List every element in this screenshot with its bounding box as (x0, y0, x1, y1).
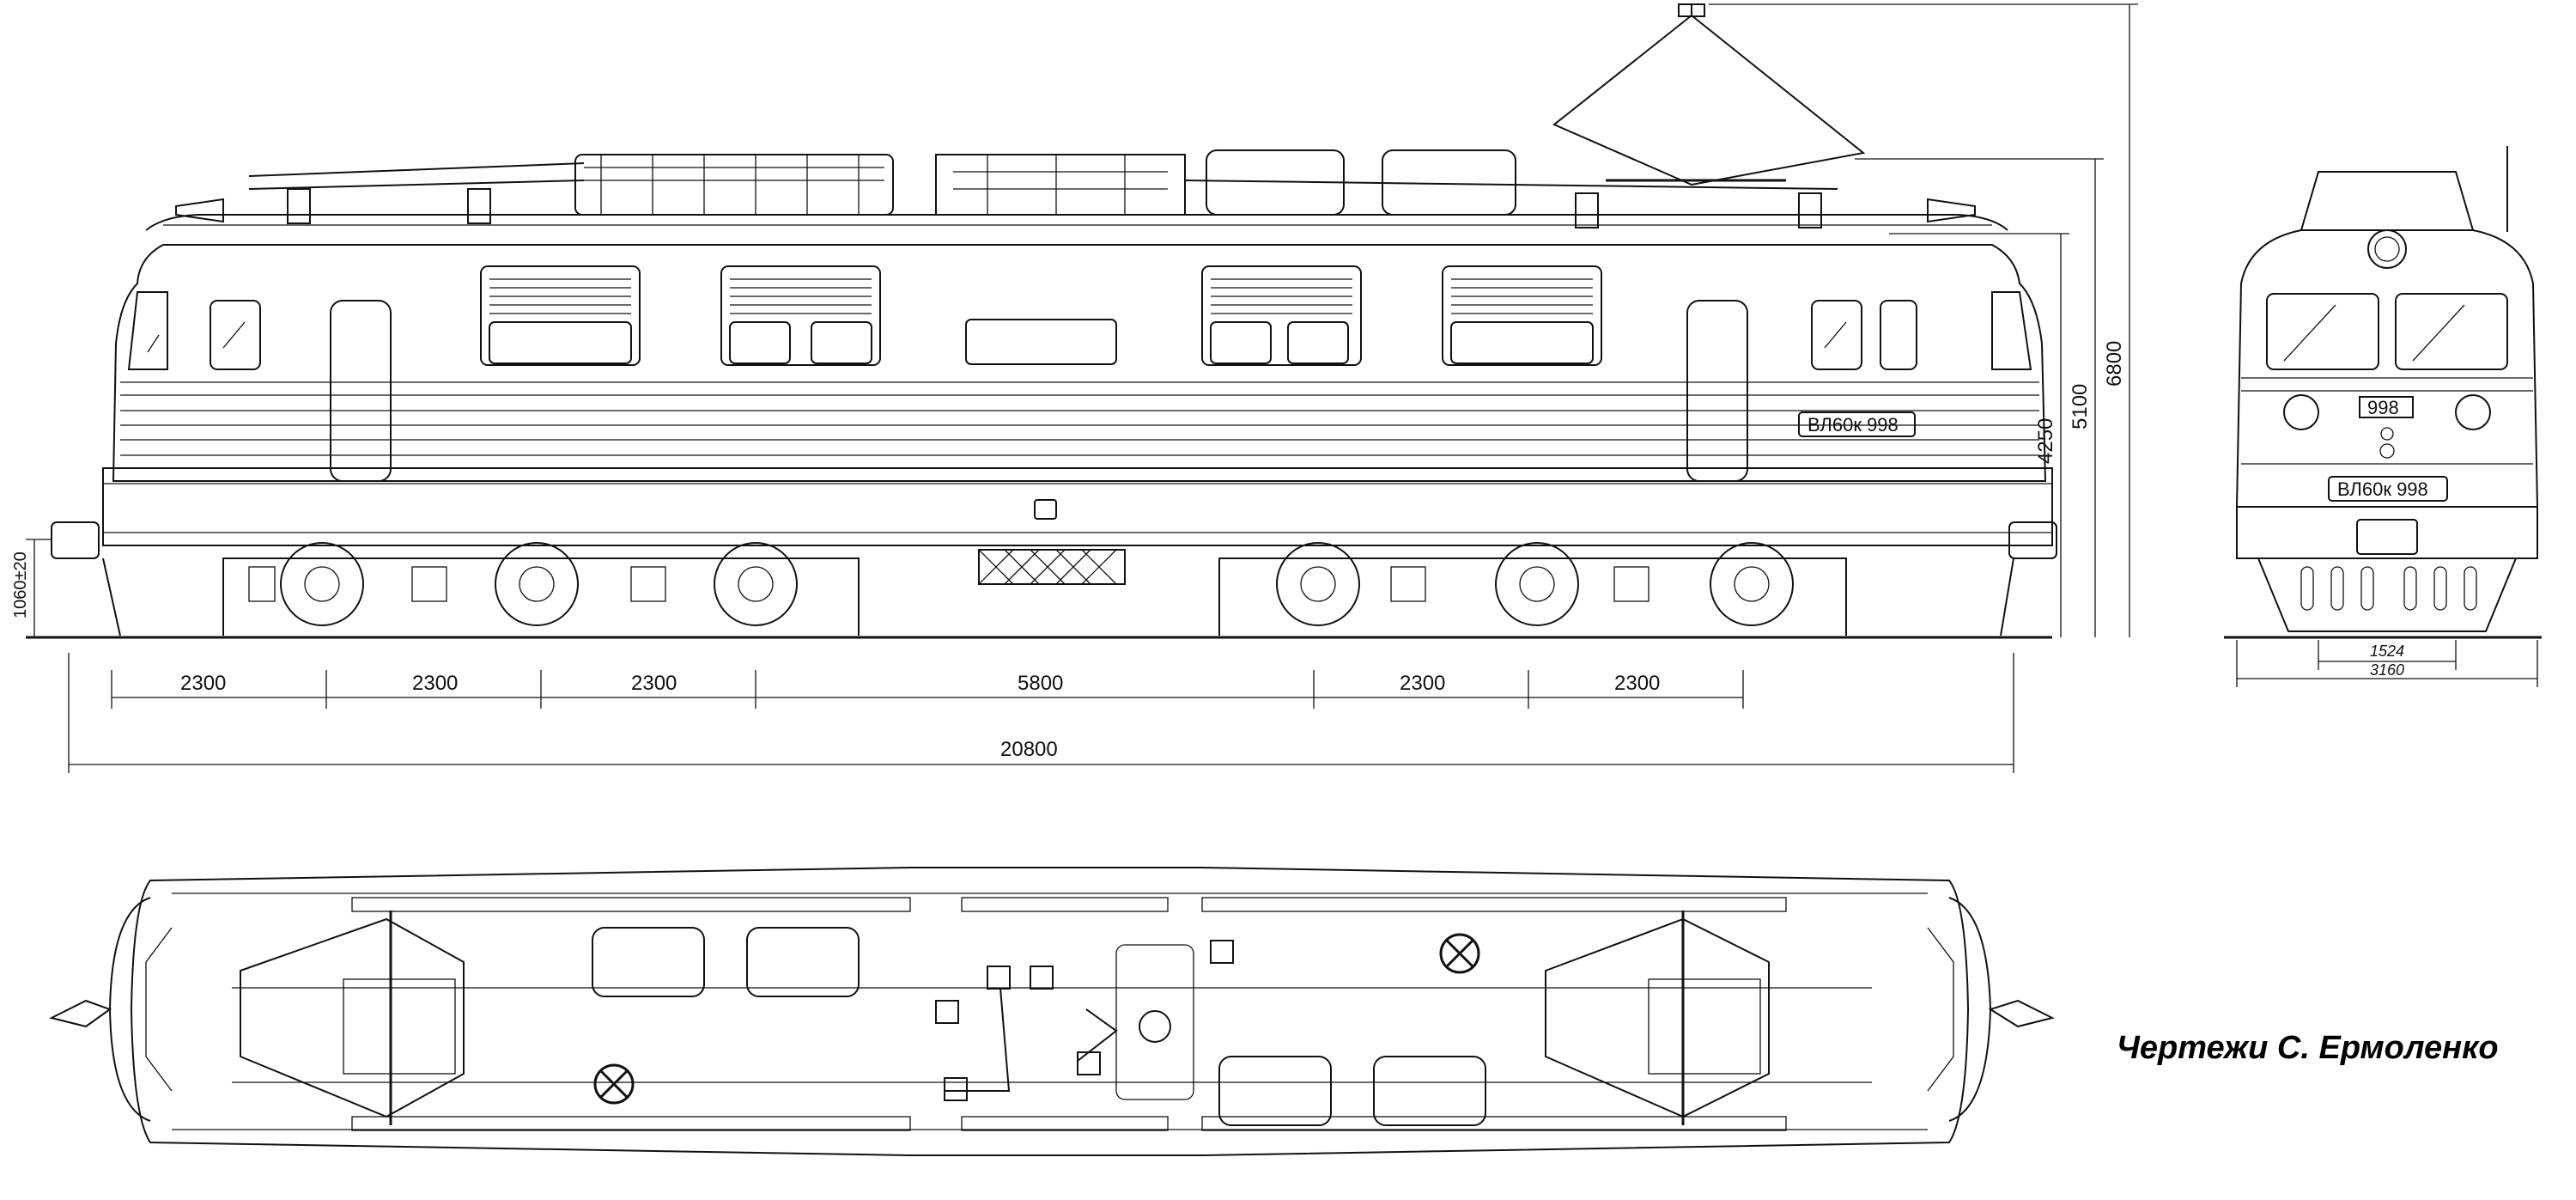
top-coupler-right (1988, 999, 2055, 1028)
dim-coupler-height: 1060±20 (11, 551, 30, 618)
roof-plan-outline (130, 867, 1970, 1156)
end-windscreen-right (2395, 293, 2508, 370)
roof-disconnectors (593, 933, 1480, 1105)
couplers (51, 521, 2057, 637)
end-dimensions (2236, 640, 2538, 687)
bogie-wheels (280, 542, 1794, 626)
body-stripes (120, 381, 2039, 456)
coupler-height-dimension (26, 539, 52, 637)
car-body-outline (112, 244, 2047, 482)
roof-plan-view (49, 867, 2055, 1156)
end-windscreen-left (2266, 293, 2379, 370)
pantograph (1552, 3, 1866, 186)
dim-axle-5: 2300 (1400, 672, 1445, 695)
top-coupler-left (49, 999, 112, 1028)
dim-overall-length: 20800 (1000, 738, 1058, 761)
side-plate-text: ВЛ60к 998 (1807, 414, 1899, 436)
overall-length-dimension (68, 653, 2014, 773)
dim-axle-1: 2300 (180, 672, 226, 695)
end-plate-frame (2328, 476, 2448, 502)
end-number-plate (2359, 396, 2414, 418)
ventilation-louvres (480, 265, 1602, 366)
cab-door-right (1686, 300, 1748, 482)
dim-height-5100: 5100 (2069, 384, 2092, 429)
dim-height-4250: 4250 (2034, 418, 2057, 464)
end-headlight (2367, 229, 2407, 269)
roof-equipment (175, 149, 1976, 228)
cab-windows-right (1811, 291, 2032, 370)
end-elevation-view: 998 ВЛ60к 998 1524 3160 (2224, 146, 2542, 687)
axle-spacing-dimensions (111, 670, 1744, 709)
dim-axle-3: 2300 (631, 672, 677, 695)
dim-height-6800: 6800 (2103, 341, 2126, 387)
end-body-outline (2235, 229, 2539, 508)
end-coupler (2356, 519, 2418, 555)
side-elevation-view: ВЛ60к 998 (11, 3, 2138, 773)
drawing-credit: Чертежи С. Ермоленко (2117, 1030, 2499, 1066)
dim-axle-2: 2300 (412, 672, 458, 695)
body-hatch (1034, 499, 1057, 520)
dim-track-gauge: 1524 (2370, 643, 2404, 660)
end-number-text: 998 (2367, 397, 2399, 418)
roof-rails (232, 897, 1872, 1131)
roof-outline (145, 214, 2008, 231)
cab-door-left (330, 300, 392, 482)
dim-body-width: 3160 (2370, 661, 2404, 679)
underframe (102, 467, 2053, 546)
dim-axle-4: 5800 (1018, 672, 1063, 695)
end-marker-light-right (2455, 394, 2491, 430)
cab-end-right (1948, 897, 1992, 1122)
end-skirt (2257, 557, 2517, 632)
transformer-grille (978, 549, 1126, 585)
bogie-frames (222, 557, 1847, 636)
side-plate-frame (1798, 411, 1916, 437)
roof-small-equipment (935, 940, 1234, 1101)
roof-boxes-plan (592, 927, 1486, 1126)
end-underframe (2236, 506, 2538, 559)
cab-windows-left (127, 291, 261, 370)
end-plate-text: ВЛ60к 998 (2337, 478, 2428, 500)
height-dimensions (1709, 3, 2138, 637)
dim-axle-6: 2300 (1614, 672, 1660, 695)
cab-end-left (108, 897, 151, 1122)
pantograph-plan (240, 911, 1770, 1125)
end-roof-equipment (2300, 171, 2474, 231)
end-marker-light-left (2283, 394, 2319, 430)
